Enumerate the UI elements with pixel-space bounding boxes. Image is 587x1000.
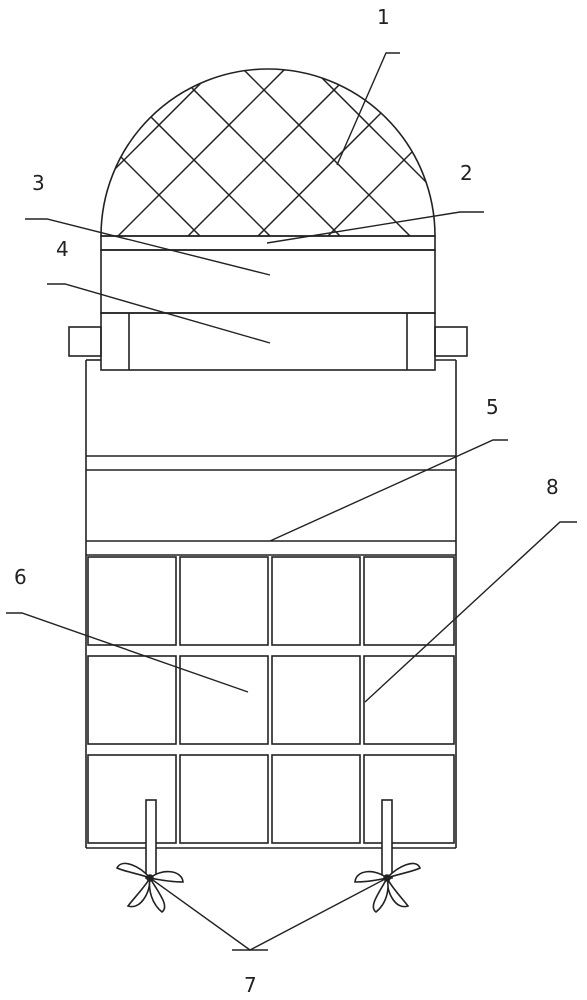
cell	[87, 655, 177, 745]
left-propeller	[115, 799, 184, 914]
right-blade-downleft	[372, 875, 389, 914]
left-axle-stub	[68, 326, 102, 357]
right-shaft	[381, 799, 393, 879]
cell	[363, 655, 455, 745]
dome-lattice	[100, 68, 436, 237]
right-blade-left	[354, 870, 389, 883]
part-labels: 1 2 3 4 5 8 6 7	[14, 5, 559, 997]
label-1: 1	[377, 5, 390, 29]
cell	[179, 655, 269, 745]
cell	[363, 556, 455, 646]
cell	[271, 754, 361, 844]
label-5: 5	[486, 395, 499, 419]
leader-1	[336, 52, 400, 166]
label-7: 7	[244, 973, 257, 997]
leader-7	[149, 877, 388, 951]
right-blade-down	[386, 877, 410, 908]
leader-5	[269, 439, 508, 542]
leader-8	[364, 521, 577, 703]
cell	[363, 754, 455, 844]
main-body	[85, 359, 457, 849]
label-6: 6	[14, 565, 27, 589]
roller-band	[100, 312, 436, 371]
label-4: 4	[56, 237, 69, 261]
left-blade-down	[126, 875, 151, 908]
cell	[179, 556, 269, 646]
cell-grid	[87, 556, 455, 844]
lattice-grid	[101, 69, 435, 236]
left-blade-right	[148, 870, 184, 883]
label-3: 3	[32, 171, 45, 195]
leader-6	[6, 612, 249, 693]
leader-4	[47, 283, 271, 344]
right-blade-up	[386, 862, 422, 879]
leader-2	[266, 211, 484, 244]
upper-housing	[100, 249, 436, 314]
cell	[271, 655, 361, 745]
label-2: 2	[460, 161, 473, 185]
cell	[179, 754, 269, 844]
left-blade-downright	[148, 875, 166, 914]
cell	[87, 556, 177, 646]
cell	[271, 556, 361, 646]
right-axle-stub	[434, 326, 468, 357]
leader-3	[25, 218, 271, 276]
label-8: 8	[546, 475, 559, 499]
left-blade-up	[115, 862, 151, 879]
right-propeller	[354, 799, 422, 914]
leader-lines	[6, 52, 577, 951]
cell	[87, 754, 177, 844]
roller-assembly	[68, 312, 468, 371]
left-shaft	[145, 799, 157, 879]
